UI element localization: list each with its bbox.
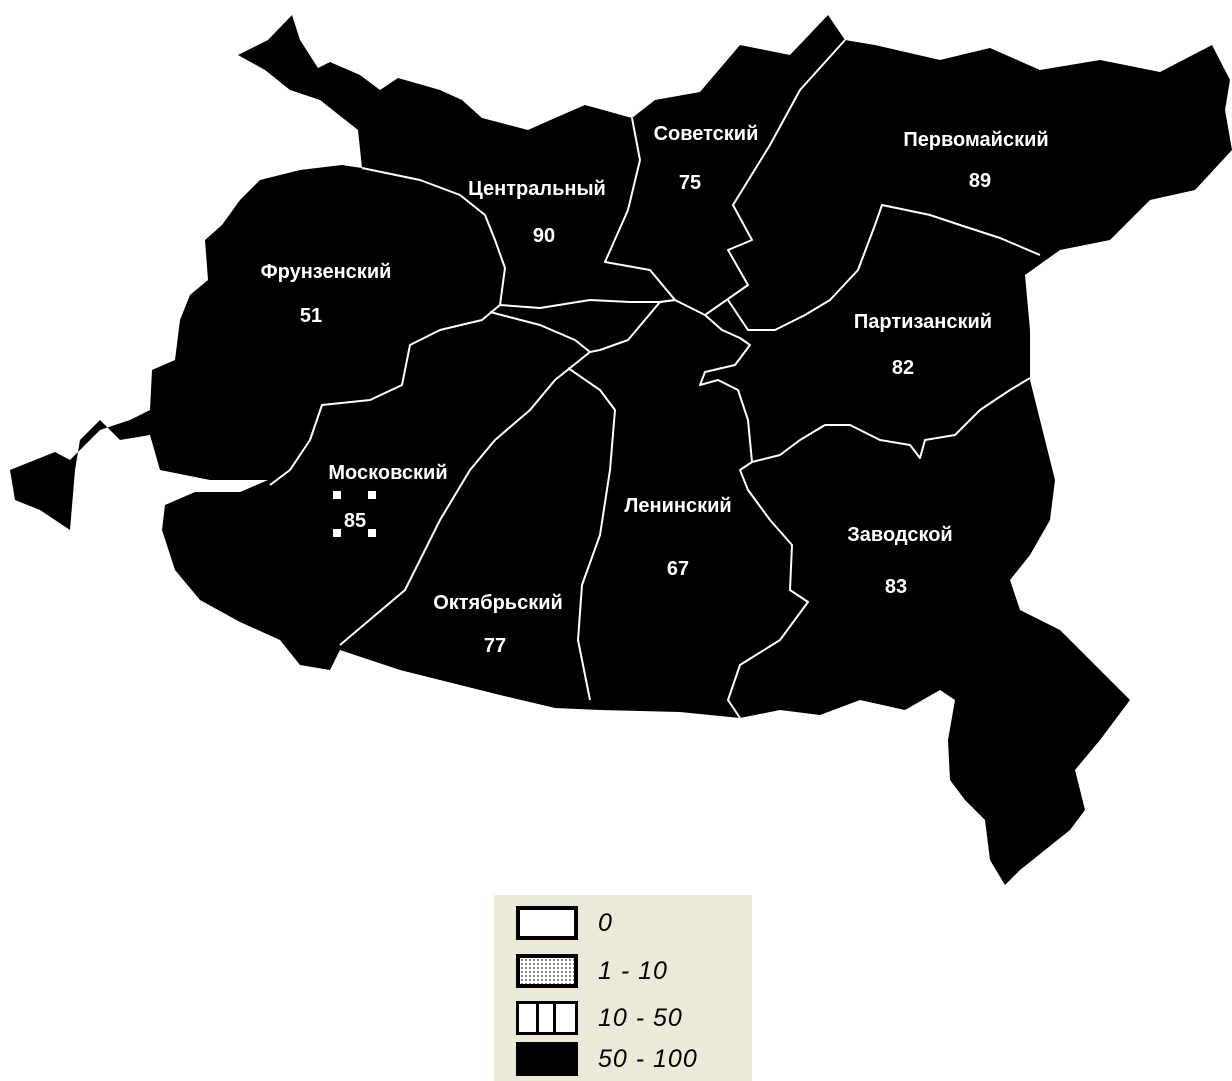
legend-swatch-solid — [516, 1042, 578, 1076]
district-sovetsky[interactable]: Советский 75 — [654, 123, 759, 194]
district-name-partizansky: Партизанский — [854, 311, 992, 333]
legend-label: 50 - 100 — [598, 1044, 698, 1073]
district-name-tsentralny: Центральный — [468, 178, 606, 200]
legend-label: 10 - 50 — [598, 1003, 683, 1032]
district-value-pervomaysky: 89 — [969, 170, 991, 192]
map-legend: 0 1 - 10 10 - 50 50 - 100 — [494, 895, 752, 1081]
district-value-moskovsky: 85 — [344, 510, 366, 532]
district-leninsky[interactable]: Ленинский 67 — [624, 495, 731, 580]
legend-label: 0 — [598, 908, 613, 937]
district-value-oktyabrsky: 77 — [484, 635, 506, 657]
legend-label: 1 - 10 — [598, 956, 668, 985]
legend-item-3: 50 - 100 — [516, 1039, 698, 1079]
legend-item-1: 1 - 10 — [516, 951, 668, 991]
legend-item-2: 10 - 50 — [516, 998, 683, 1038]
district-name-moskovsky: Московский — [328, 462, 447, 484]
moskovsky-hatch-marks — [333, 491, 376, 537]
legend-swatch-vertical-lines — [516, 1001, 578, 1035]
district-value-zavodskoy: 83 — [885, 576, 907, 598]
district-value-sovetsky: 75 — [679, 172, 701, 194]
legend-swatch-empty — [516, 906, 578, 940]
district-frunzensky[interactable]: Фрунзенский 51 — [261, 261, 392, 327]
city-area — [10, 15, 1232, 885]
district-value-tsentralny: 90 — [533, 225, 555, 247]
district-name-pervomaysky: Первомайский — [903, 129, 1048, 151]
legend-item-0: 0 — [516, 903, 613, 943]
district-name-zavodskoy: Заводской — [847, 524, 952, 546]
district-pervomaysky[interactable]: Первомайский 89 — [903, 129, 1048, 192]
legend-swatch-dotted — [516, 954, 578, 988]
district-value-leninsky: 67 — [667, 558, 689, 580]
district-tsentralny[interactable]: Центральный 90 — [468, 178, 606, 247]
district-name-leninsky: Ленинский — [624, 495, 731, 517]
district-name-oktyabrsky: Октябрьский — [433, 592, 563, 614]
district-oktyabrsky[interactable]: Октябрьский 77 — [433, 592, 563, 657]
district-borders — [269, 39, 1041, 719]
district-name-sovetsky: Советский — [654, 123, 759, 145]
district-value-frunzensky: 51 — [300, 305, 322, 327]
district-partizansky[interactable]: Партизанский 82 — [854, 311, 992, 379]
district-value-partizansky: 82 — [892, 357, 914, 379]
district-zavodskoy[interactable]: Заводской 83 — [847, 524, 952, 598]
district-name-frunzensky: Фрунзенский — [261, 261, 392, 283]
district-moskovsky[interactable]: Московский 85 — [328, 462, 447, 532]
